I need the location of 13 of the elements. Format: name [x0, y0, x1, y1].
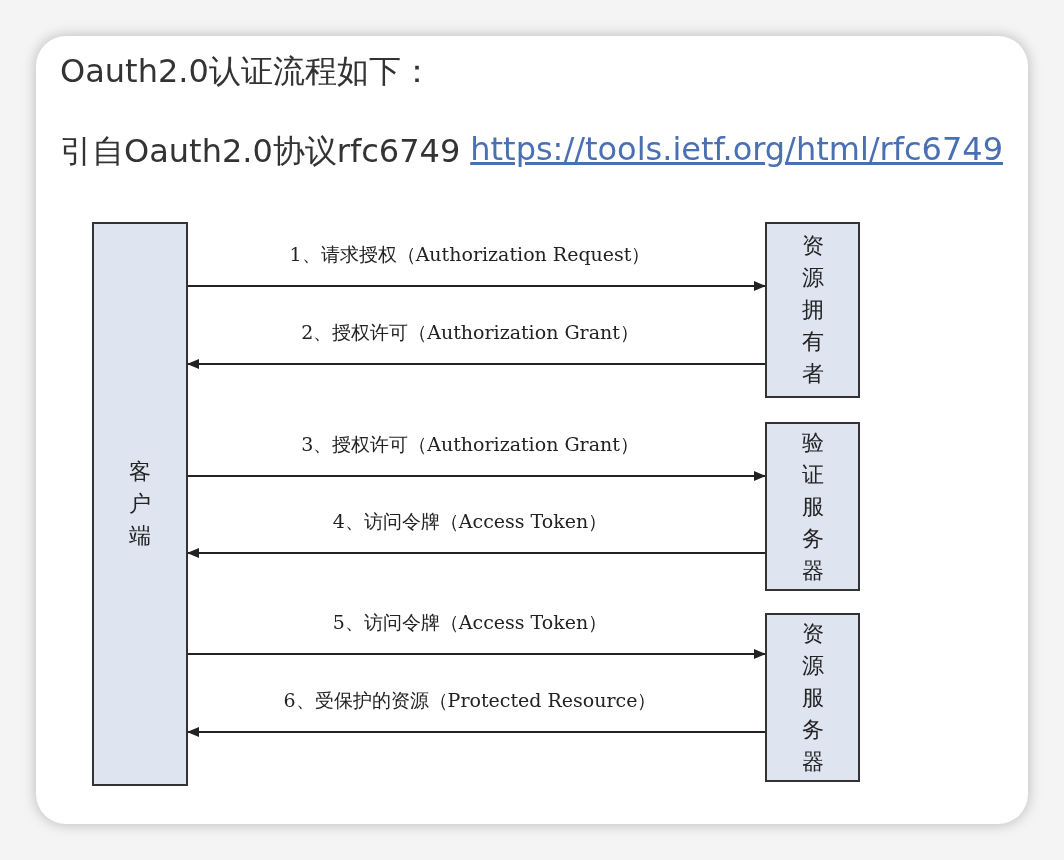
participant-box: 客户端: [92, 222, 188, 786]
participant-box: 资源服务器: [765, 613, 860, 782]
participant-box: 资源拥有者: [765, 222, 860, 398]
arrow: [187, 649, 766, 659]
arrow: [187, 727, 766, 737]
heading: Oauth2.0认证流程如下：: [60, 51, 433, 92]
link: https://tools.ietf.org/html/rfc6749: [470, 130, 1003, 168]
arrow: [187, 548, 766, 558]
arrow: [187, 471, 766, 481]
arrow: [187, 359, 766, 369]
participant-box: 验证服务器: [765, 422, 860, 591]
citation-text: 引自Oauth2.0协议rfc6749: [60, 131, 461, 172]
arrow: [187, 281, 766, 291]
